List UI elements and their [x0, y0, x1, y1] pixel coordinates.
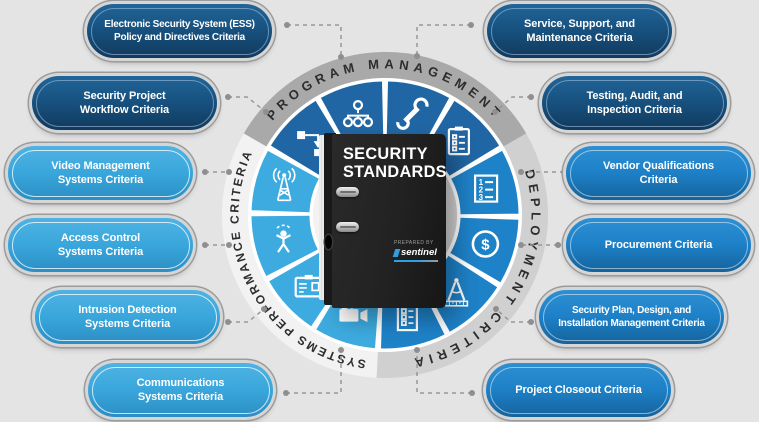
criteria-pill-right-5: Project Closeout Criteria — [486, 363, 671, 417]
hierarchy-icon — [342, 99, 374, 128]
connector-dot — [469, 390, 475, 396]
criteria-pill-right-0: Service, Support, and Maintenance Criter… — [487, 4, 672, 58]
criteria-pill-right-3: Procurement Criteria — [566, 218, 751, 272]
connector-line — [416, 350, 472, 394]
binder-cover: SECURITY STANDARDS PREPARED BY sentinel — [332, 134, 447, 308]
brand-rule — [394, 260, 438, 262]
brand-logo-icon — [392, 248, 401, 257]
connector-dot — [261, 306, 267, 312]
connector-dot — [518, 169, 524, 175]
antenna-icon — [272, 167, 296, 202]
svg-text:3: 3 — [479, 193, 484, 202]
connector-line — [228, 308, 265, 323]
prepared-by-text: PREPARED BY — [394, 240, 434, 246]
connector-dot — [225, 319, 231, 325]
connector-dot — [284, 22, 290, 28]
ring-segment-numbered-list — [451, 150, 519, 215]
connector-dot — [528, 94, 534, 100]
binder-pages — [319, 135, 328, 300]
svg-text:1: 1 — [479, 178, 484, 187]
connector-dot — [226, 169, 232, 175]
wrench-icon — [396, 97, 429, 130]
brand-name: sentinel — [401, 247, 437, 258]
connector-dot — [225, 94, 231, 100]
ring-segment-antenna — [251, 150, 319, 213]
criteria-pill-left-4: Intrusion Detection Systems Criteria — [35, 290, 220, 344]
connector-dot — [492, 109, 498, 115]
connector-dot — [561, 169, 567, 175]
connector-dot — [226, 242, 232, 248]
criteria-pill-right-1: Testing, Audit, and Inspection Criteria — [542, 76, 727, 130]
connector-line — [286, 350, 342, 394]
binder-clip-icon — [336, 222, 359, 232]
compass-icon — [444, 278, 469, 307]
connector-line — [287, 24, 342, 57]
motion-sensor-icon — [276, 224, 291, 253]
connector-dot — [202, 242, 208, 248]
binder: SECURITY STANDARDS PREPARED BY sentinel — [319, 132, 447, 308]
binder-title-line2: STANDARDS — [343, 162, 447, 182]
ring-segment-dollar — [450, 217, 519, 283]
binder-brand-label: PREPARED BY sentinel — [392, 240, 442, 262]
connector-dot — [338, 347, 344, 353]
connector-dot — [338, 54, 344, 60]
binder-title-line1: SECURITY — [343, 144, 428, 163]
connector-line — [228, 96, 267, 113]
connector-line — [494, 96, 531, 113]
connector-dot — [468, 22, 474, 28]
criteria-pill-left-2: Video Management Systems Criteria — [8, 146, 193, 200]
connector-dot — [555, 242, 561, 248]
numbered-list-icon: 123 — [474, 174, 499, 203]
binder-title: SECURITY STANDARDS — [343, 144, 447, 182]
svg-text:$: $ — [481, 237, 490, 254]
criteria-pill-left-3: Access Control Systems Criteria — [8, 218, 193, 272]
svg-text:2: 2 — [479, 186, 484, 195]
criteria-pill-left-1: Security Project Workflow Criteria — [32, 76, 217, 130]
connector-dot — [528, 319, 534, 325]
binder-spine-hole — [325, 235, 332, 249]
connector-dot — [414, 53, 420, 59]
connector-dot — [518, 242, 524, 248]
connector-line — [416, 24, 471, 56]
checklist-icon — [447, 126, 470, 156]
connector-dot — [414, 347, 420, 353]
dollar-icon: $ — [471, 230, 500, 258]
connector-dot — [283, 390, 289, 396]
criteria-pill-right-4: Security Plan, Design, and Installation … — [539, 290, 724, 344]
connector-dot — [202, 169, 208, 175]
connector-line — [495, 308, 531, 323]
criteria-pill-left-0: Electronic Security System (ESS) Policy … — [87, 4, 272, 58]
connector-dot — [493, 306, 499, 312]
ring-segment-wrench — [386, 81, 450, 149]
connector-dot — [263, 109, 269, 115]
criteria-pill-left-5: Communications Systems Criteria — [88, 363, 273, 417]
criteria-pill-right-2: Vendor Qualifications Criteria — [566, 146, 751, 200]
binder-clip-icon — [336, 187, 359, 197]
